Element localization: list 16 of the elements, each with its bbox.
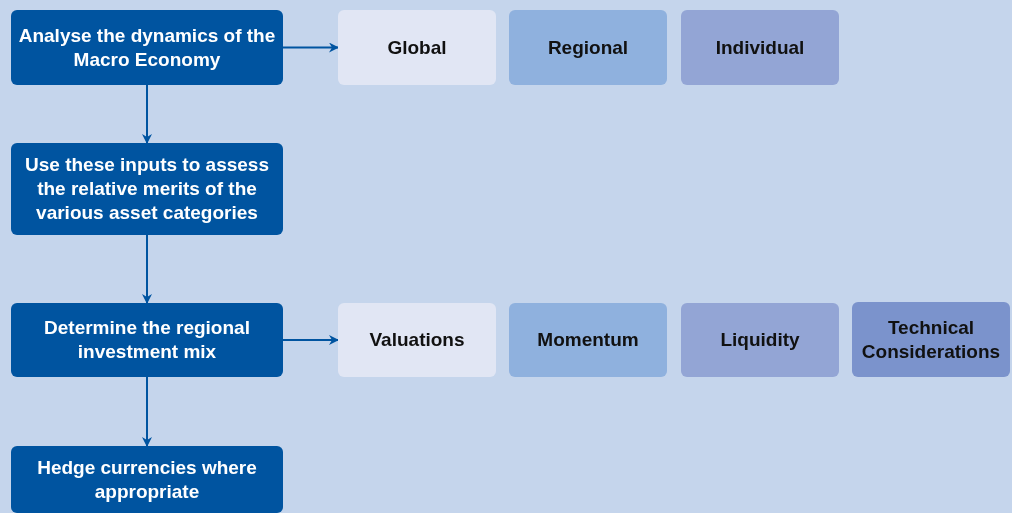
arrow (142, 376, 152, 447)
factor-box: Valuations (338, 303, 496, 377)
arrow (282, 42, 339, 53)
arrow (282, 335, 339, 345)
factor-box: Liquidity (681, 303, 839, 377)
arrow (142, 234, 152, 304)
factor-box: Technical Considerations (852, 302, 1010, 377)
factor-box: Global (338, 10, 496, 85)
factor-box: Regional (509, 10, 667, 85)
process-box: Determine the regional investment mix (11, 303, 283, 377)
process-box: Hedge currencies where appropriate (11, 446, 283, 513)
process-box: Analyse the dynamics of the Macro Economy (11, 10, 283, 85)
process-box: Use these inputs to assess the relative merits of the various asset categories (11, 143, 283, 235)
arrow (142, 84, 152, 144)
factor-box: Momentum (509, 303, 667, 377)
factor-box: Individual (681, 10, 839, 85)
